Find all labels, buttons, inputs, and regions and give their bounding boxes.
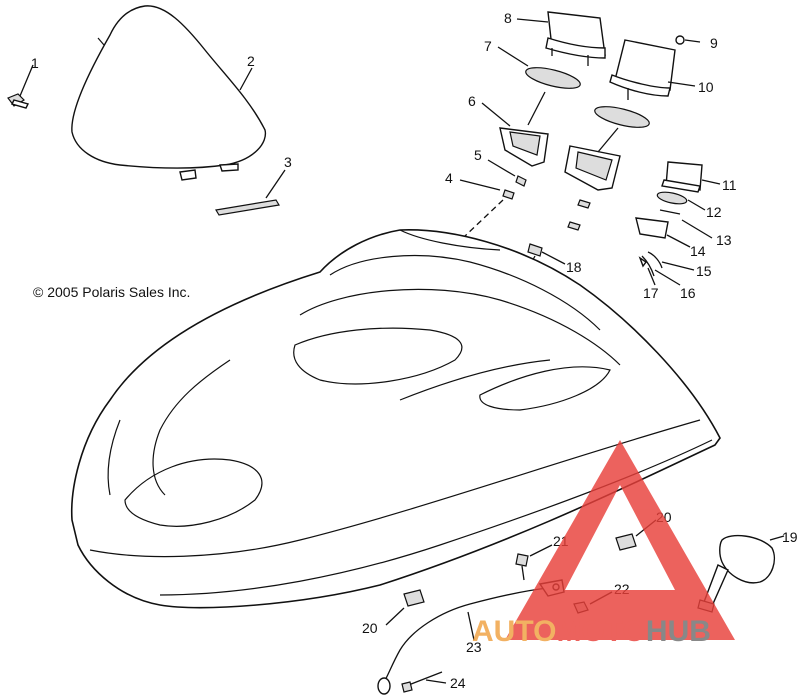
callout-13: 13: [716, 232, 732, 248]
copyright-text: © 2005 Polaris Sales Inc.: [33, 284, 190, 300]
part-2-windshield: [71, 5, 267, 181]
part-11-tach: [661, 161, 703, 193]
part-1-bolt: [7, 93, 30, 109]
callout-9: 9: [710, 35, 718, 51]
part-24-pin: [401, 671, 443, 693]
callout-14: 14: [690, 243, 706, 259]
callout-2: 2: [247, 53, 255, 69]
callout-11: 11: [722, 177, 737, 193]
automotohub-watermark: AUTOMOTOHUB: [472, 440, 735, 648]
part-7-ring-2: [594, 106, 650, 128]
part-5-pin: [515, 175, 527, 187]
callout-1: 1: [31, 55, 39, 71]
part-7-ring: [525, 67, 581, 89]
callout-16: 16: [680, 285, 696, 301]
hood-body: [70, 229, 721, 609]
callout-8: 8: [504, 10, 512, 26]
part-3-strip: [215, 199, 280, 216]
watermark-auto: AUTO: [472, 615, 556, 648]
callout-19: 19: [782, 529, 798, 545]
callout-3: 3: [284, 154, 292, 170]
callout-12: 12: [706, 204, 722, 220]
watermark-hub: HUB: [646, 615, 711, 648]
part-6-bezel-2: [564, 145, 621, 191]
callout-23: 23: [466, 639, 482, 655]
part-21-bolt: [515, 553, 529, 581]
part-12-ring: [656, 191, 688, 205]
part-4-grommet: [502, 189, 515, 200]
part-10-gauge: [609, 39, 676, 100]
watermark-moto: MOTO: [556, 615, 645, 648]
callout-20-lower: 20: [362, 620, 378, 636]
callout-4: 4: [445, 170, 453, 186]
small-pins-center: [567, 199, 591, 231]
callout-24: 24: [450, 675, 466, 691]
callout-5: 5: [474, 147, 482, 163]
part-9-screw: [675, 35, 685, 45]
part-20-clip-a: [615, 533, 637, 551]
part-20-clip-b: [403, 589, 425, 607]
part-15-16-17-clips: [638, 251, 663, 277]
watermark-triangle-logo: [505, 440, 735, 640]
callout-18: 18: [566, 259, 582, 275]
callout-15: 15: [696, 263, 712, 279]
part-14-bezel: [635, 217, 669, 239]
part-6-bezel: [499, 127, 549, 167]
callout-6: 6: [468, 93, 476, 109]
svg-text:AUTOMOTOHUB: AUTOMOTOHUB: [472, 615, 711, 648]
callout-10: 10: [698, 79, 714, 95]
callout-17: 17: [643, 285, 659, 301]
callout-7: 7: [484, 38, 492, 54]
part-8-gauge: [545, 11, 606, 66]
part-19-mirror: [697, 534, 776, 613]
